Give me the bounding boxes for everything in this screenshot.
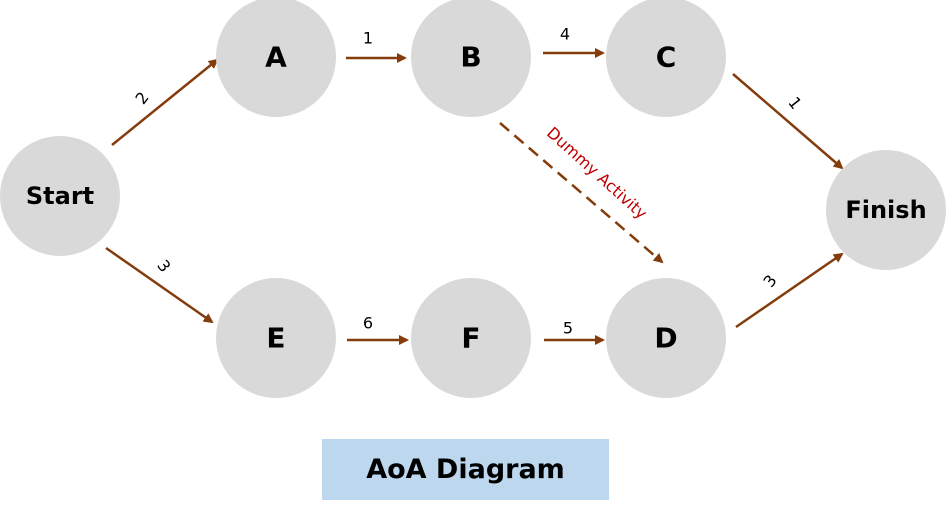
node-label: E <box>266 322 285 355</box>
node-circle <box>411 278 531 398</box>
nodes-layer: Start A B C E F D Finish <box>0 0 946 398</box>
arrow-line <box>499 122 664 264</box>
node-c: C <box>606 0 726 117</box>
edge-duration-label: 3 <box>153 256 174 276</box>
node-circle <box>606 278 726 398</box>
diagram-caption: AoA Diagram <box>366 454 565 485</box>
node-a: A <box>216 0 336 117</box>
node-finish: Finish <box>826 150 946 270</box>
edge-duration-label: 3 <box>759 271 780 291</box>
activity-edge-d-finish: 3 <box>735 252 844 329</box>
dummy-activity-edge: Dummy Activity <box>499 122 664 264</box>
node-start: Start <box>0 136 120 256</box>
node-circle <box>826 150 946 270</box>
node-label: D <box>654 322 677 355</box>
edge-duration-label: 1 <box>363 29 373 48</box>
node-circle <box>216 0 336 117</box>
activity-edge-e-f: 6 <box>347 314 409 345</box>
node-circle <box>216 278 336 398</box>
arrow-line <box>111 58 219 146</box>
activity-edge-start-a: 2 <box>111 58 219 146</box>
node-label: Start <box>26 182 94 210</box>
node-circle <box>0 136 120 256</box>
activity-edge-start-e: 3 <box>105 246 214 324</box>
edge-duration-label: 4 <box>560 25 570 44</box>
activity-edge-b-c: 4 <box>543 25 605 58</box>
diagram-caption-box: AoA Diagram <box>322 439 609 500</box>
node-label: F <box>461 322 480 355</box>
node-d: D <box>606 278 726 398</box>
edge-duration-label: 6 <box>363 314 373 333</box>
node-label: Finish <box>845 196 926 224</box>
node-label: A <box>265 41 287 74</box>
edge-duration-label: 2 <box>131 88 152 108</box>
node-e: E <box>216 278 336 398</box>
edge-duration-label: 1 <box>784 93 805 113</box>
node-label: C <box>656 41 677 74</box>
activity-edge-a-b: 1 <box>346 29 407 63</box>
node-circle <box>606 0 726 117</box>
activity-edge-c-finish: 1 <box>732 73 844 170</box>
node-circle <box>411 0 531 117</box>
arrow-line <box>105 246 214 324</box>
node-label: B <box>460 41 481 74</box>
node-f: F <box>411 278 531 398</box>
edge-duration-label: 5 <box>563 319 573 338</box>
activity-edge-f-d: 5 <box>544 319 605 345</box>
arrow-line <box>735 252 844 329</box>
arrow-line <box>732 73 844 170</box>
node-b: B <box>411 0 531 117</box>
